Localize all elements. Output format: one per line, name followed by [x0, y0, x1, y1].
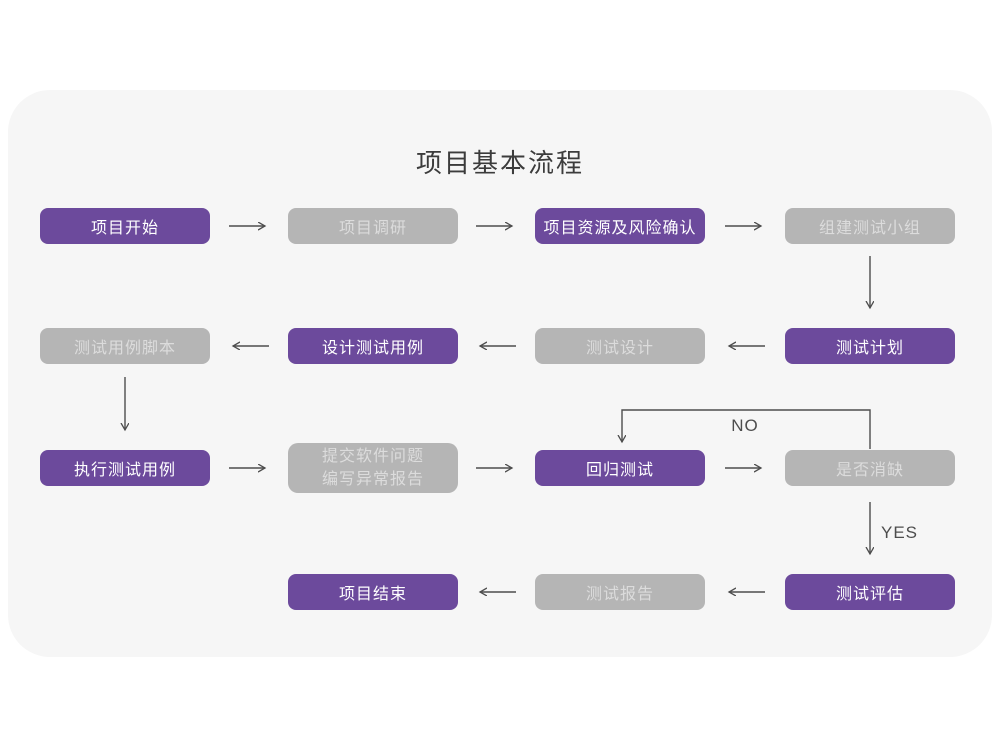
node-case-script: 测试用例脚本: [40, 328, 210, 364]
node-test-report: 测试报告: [535, 574, 705, 610]
node-submit-issues-line1: 提交软件问题: [321, 447, 424, 465]
node-project-start: 项目开始: [40, 208, 210, 244]
node-defect-cleared: 是否消缺: [785, 450, 955, 486]
node-regression-test: 回归测试: [535, 450, 705, 486]
node-submit-issues-line2: 编写异常报告: [321, 471, 424, 488]
edge-label-no: NO: [731, 416, 759, 435]
node-resource-risk: 项目资源及风险确认: [535, 208, 705, 244]
node-test-evaluate: 测试评估: [785, 574, 955, 610]
node-build-team: 组建测试小组: [785, 208, 955, 244]
flowchart-card: [8, 90, 992, 657]
node-project-end: 项目结束: [288, 574, 458, 610]
node-test-design: 测试设计: [535, 328, 705, 364]
diagram-title: 项目基本流程: [415, 148, 584, 178]
node-design-cases: 设计测试用例: [288, 328, 458, 364]
node-project-research: 项目调研: [288, 208, 458, 244]
node-test-plan: 测试计划: [785, 328, 955, 364]
node-submit-issues: 提交软件问题 编写异常报告: [288, 443, 458, 493]
edge-label-yes: YES: [881, 523, 919, 542]
node-execute-cases: 执行测试用例: [40, 450, 210, 486]
